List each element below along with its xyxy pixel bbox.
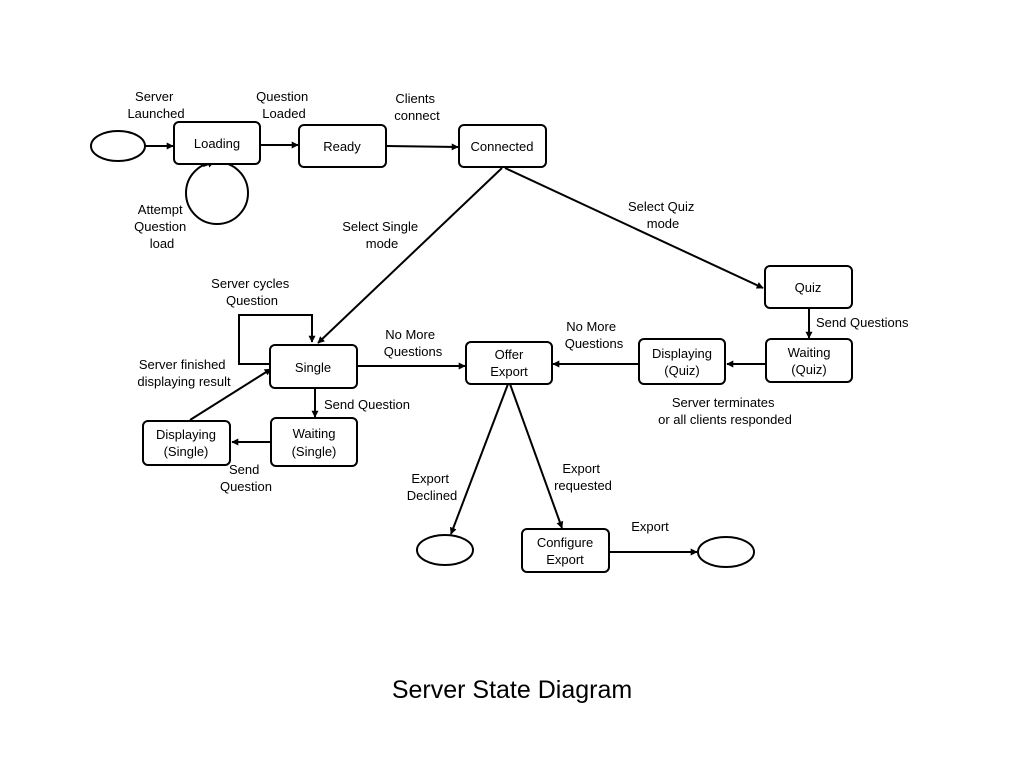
state-label-line-1: Waiting: [293, 426, 336, 441]
initial-state-node: [90, 130, 146, 162]
state-label-line-1: Displaying: [156, 427, 216, 442]
diagram-title: Server State Diagram: [391, 676, 633, 704]
label-export-requested: Export requested: [554, 461, 612, 493]
state-label-line-2: Export: [546, 552, 584, 567]
state-displaying-quiz: Displaying (Quiz): [638, 338, 726, 385]
state-label-line-2: (Single): [292, 444, 337, 459]
state-configure-export: Configure Export: [521, 528, 610, 573]
edge-clients-connect: [385, 143, 459, 151]
label-no-more-questions-single: No More Questions: [384, 327, 443, 359]
state-label-line-2: (Quiz): [791, 362, 826, 377]
label-export: Export: [631, 519, 669, 534]
label-select-quiz-mode: Select Quiz mode: [628, 199, 698, 231]
state-label: Quiz: [795, 280, 822, 295]
edge-finished-displaying: [189, 368, 272, 421]
label-question-loaded: Question Loaded: [256, 89, 312, 121]
edge-export-requested: [509, 383, 564, 529]
state-quiz: Quiz: [764, 265, 853, 309]
label-clients-connect: Clients connect: [394, 91, 440, 123]
state-label-line-1: Displaying: [652, 346, 712, 361]
label-no-more-questions-quiz: No More Questions: [565, 319, 624, 351]
label-server-finished-displaying: Server finished displaying result: [137, 357, 231, 389]
state-waiting-single: Waiting (Single): [270, 417, 358, 467]
label-send-question-left: Send Question: [220, 462, 272, 494]
label-export-declined: Export Declined: [407, 471, 458, 503]
edge-server-cycles-loop: [238, 314, 316, 365]
edge-select-single: [317, 167, 503, 344]
label-server-launched: Server Launched: [127, 89, 184, 121]
state-label: Ready: [323, 139, 361, 154]
state-connected: Connected: [458, 124, 547, 168]
final-state-declined-node: [416, 534, 474, 566]
label-send-question-down: Send Question: [324, 397, 410, 412]
label-select-single-mode: Select Single mode: [342, 219, 422, 251]
label-send-questions: Send Questions: [816, 315, 909, 330]
label-server-cycles-question: Server cycles Question: [211, 276, 293, 308]
state-label: Connected: [471, 139, 534, 154]
state-offer-export: Offer Export: [465, 341, 553, 385]
state-label-line-2: Export: [490, 364, 528, 379]
state-label-line-2: (Single): [164, 444, 209, 459]
label-server-terminates: Server terminates or all clients respond…: [658, 395, 792, 427]
final-state-exported-node: [697, 536, 755, 568]
edge-attempt-load-loop: [185, 161, 249, 225]
state-label-line-2: (Quiz): [664, 363, 699, 378]
edge-select-quiz: [504, 167, 764, 289]
state-displaying-single: Displaying (Single): [142, 420, 231, 466]
state-label-line-1: Offer: [495, 347, 524, 362]
edge-export-declined: [449, 383, 509, 535]
state-waiting-quiz: Waiting (Quiz): [765, 338, 853, 383]
state-label-line-1: Waiting: [788, 345, 831, 360]
state-label: Single: [295, 360, 331, 375]
state-label: Loading: [194, 136, 240, 151]
state-ready: Ready: [298, 124, 387, 168]
state-label-line-1: Configure: [537, 535, 593, 550]
label-attempt-question-load: Attempt Question load: [134, 202, 190, 251]
state-loading: Loading: [173, 121, 261, 165]
state-single: Single: [269, 344, 358, 389]
